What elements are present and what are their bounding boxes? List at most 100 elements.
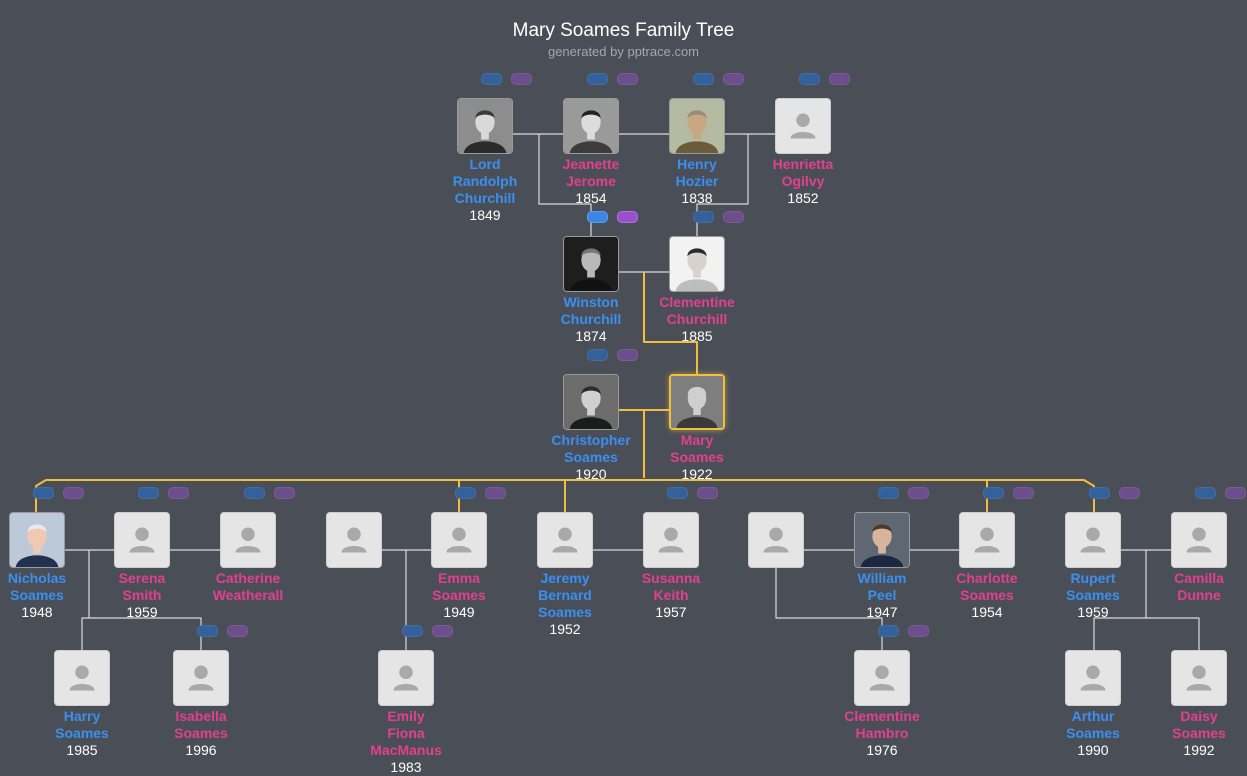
expand-parents-toggle[interactable] bbox=[587, 73, 608, 85]
person-avatar-icon[interactable] bbox=[173, 650, 229, 706]
person-avatar-icon[interactable] bbox=[775, 98, 831, 154]
expand-relatives-toggle[interactable] bbox=[274, 487, 295, 499]
person-avatar-icon[interactable] bbox=[1171, 512, 1227, 568]
expand-parents-toggle[interactable] bbox=[481, 73, 502, 85]
expand-relatives-toggle[interactable] bbox=[63, 487, 84, 499]
person-birth-year: 1976 bbox=[866, 742, 898, 758]
person-avatar-icon[interactable] bbox=[378, 650, 434, 706]
person-name-part: Arthur bbox=[1071, 708, 1115, 724]
person-photo[interactable] bbox=[563, 236, 619, 292]
expand-relatives-toggle[interactable] bbox=[723, 73, 744, 85]
person-photo[interactable] bbox=[669, 374, 725, 430]
expand-relatives-toggle[interactable] bbox=[617, 73, 638, 85]
expand-parents-toggle[interactable] bbox=[197, 625, 218, 637]
person-avatar-icon[interactable] bbox=[854, 650, 910, 706]
person-avatar-icon[interactable] bbox=[431, 512, 487, 568]
person-avatar-icon[interactable] bbox=[220, 512, 276, 568]
person-avatar-icon[interactable] bbox=[1065, 512, 1121, 568]
expand-parents-toggle[interactable] bbox=[587, 349, 608, 361]
person-birth-year: 1996 bbox=[185, 742, 217, 758]
expand-relatives-toggle[interactable] bbox=[617, 211, 638, 223]
expand-parents-toggle[interactable] bbox=[693, 211, 714, 223]
expand-relatives-toggle[interactable] bbox=[697, 487, 718, 499]
person-name-part: Emma bbox=[437, 570, 481, 586]
expand-relatives-toggle[interactable] bbox=[511, 73, 532, 85]
person-photo[interactable] bbox=[669, 98, 725, 154]
expand-parents-toggle[interactable] bbox=[587, 211, 608, 223]
person-birth-year: 1849 bbox=[469, 207, 501, 223]
person-name-part: Soames bbox=[1066, 587, 1120, 603]
expand-relatives-toggle[interactable] bbox=[908, 625, 929, 637]
expand-parents-toggle[interactable] bbox=[1195, 487, 1216, 499]
expand-parents-toggle[interactable] bbox=[667, 487, 688, 499]
person-name-part: Smith bbox=[122, 587, 162, 603]
expand-relatives-toggle[interactable] bbox=[1225, 487, 1246, 499]
expand-parents-toggle[interactable] bbox=[799, 73, 820, 85]
expand-relatives-toggle[interactable] bbox=[432, 625, 453, 637]
person-name-part: Clementine bbox=[659, 294, 735, 310]
person-avatar-icon[interactable] bbox=[1171, 650, 1227, 706]
person-photo[interactable] bbox=[669, 236, 725, 292]
expand-relatives-toggle[interactable] bbox=[908, 487, 929, 499]
expand-parents-toggle[interactable] bbox=[244, 487, 265, 499]
expand-relatives-toggle[interactable] bbox=[485, 487, 506, 499]
expand-parents-toggle[interactable] bbox=[455, 487, 476, 499]
expand-parents-toggle[interactable] bbox=[878, 625, 899, 637]
person-avatar-icon[interactable] bbox=[114, 512, 170, 568]
person-name-part: Weatherall bbox=[212, 587, 284, 603]
expand-parents-toggle[interactable] bbox=[878, 487, 899, 499]
expand-parents-toggle[interactable] bbox=[402, 625, 423, 637]
person-birth-year: 1959 bbox=[126, 604, 158, 620]
person-birth-year: 1957 bbox=[655, 604, 687, 620]
expand-relatives-toggle[interactable] bbox=[1013, 487, 1034, 499]
expand-parents-toggle[interactable] bbox=[693, 73, 714, 85]
person-photo[interactable] bbox=[457, 98, 513, 154]
expand-relatives-toggle[interactable] bbox=[723, 211, 744, 223]
expand-parents-toggle[interactable] bbox=[33, 487, 54, 499]
expand-relatives-toggle[interactable] bbox=[617, 349, 638, 361]
person-photo[interactable] bbox=[563, 98, 619, 154]
expand-relatives-toggle[interactable] bbox=[227, 625, 248, 637]
expand-parents-toggle[interactable] bbox=[1089, 487, 1110, 499]
expand-parents-toggle[interactable] bbox=[138, 487, 159, 499]
person-avatar-icon[interactable] bbox=[959, 512, 1015, 568]
person-avatar-icon[interactable] bbox=[54, 650, 110, 706]
person-photo[interactable] bbox=[854, 512, 910, 568]
person-avatar-icon[interactable] bbox=[643, 512, 699, 568]
person-photo[interactable] bbox=[563, 374, 619, 430]
person-avatar-icon[interactable] bbox=[1065, 650, 1121, 706]
person-avatar-icon[interactable] bbox=[748, 512, 804, 568]
expand-parents-toggle[interactable] bbox=[983, 487, 1004, 499]
expand-relatives-toggle[interactable] bbox=[1119, 487, 1140, 499]
person-avatar-icon[interactable] bbox=[326, 512, 382, 568]
person-photo[interactable] bbox=[9, 512, 65, 568]
expand-relatives-toggle[interactable] bbox=[168, 487, 189, 499]
person-name-part: Soames bbox=[174, 725, 228, 741]
expand-relatives-toggle[interactable] bbox=[829, 73, 850, 85]
person-avatar-icon[interactable] bbox=[537, 512, 593, 568]
